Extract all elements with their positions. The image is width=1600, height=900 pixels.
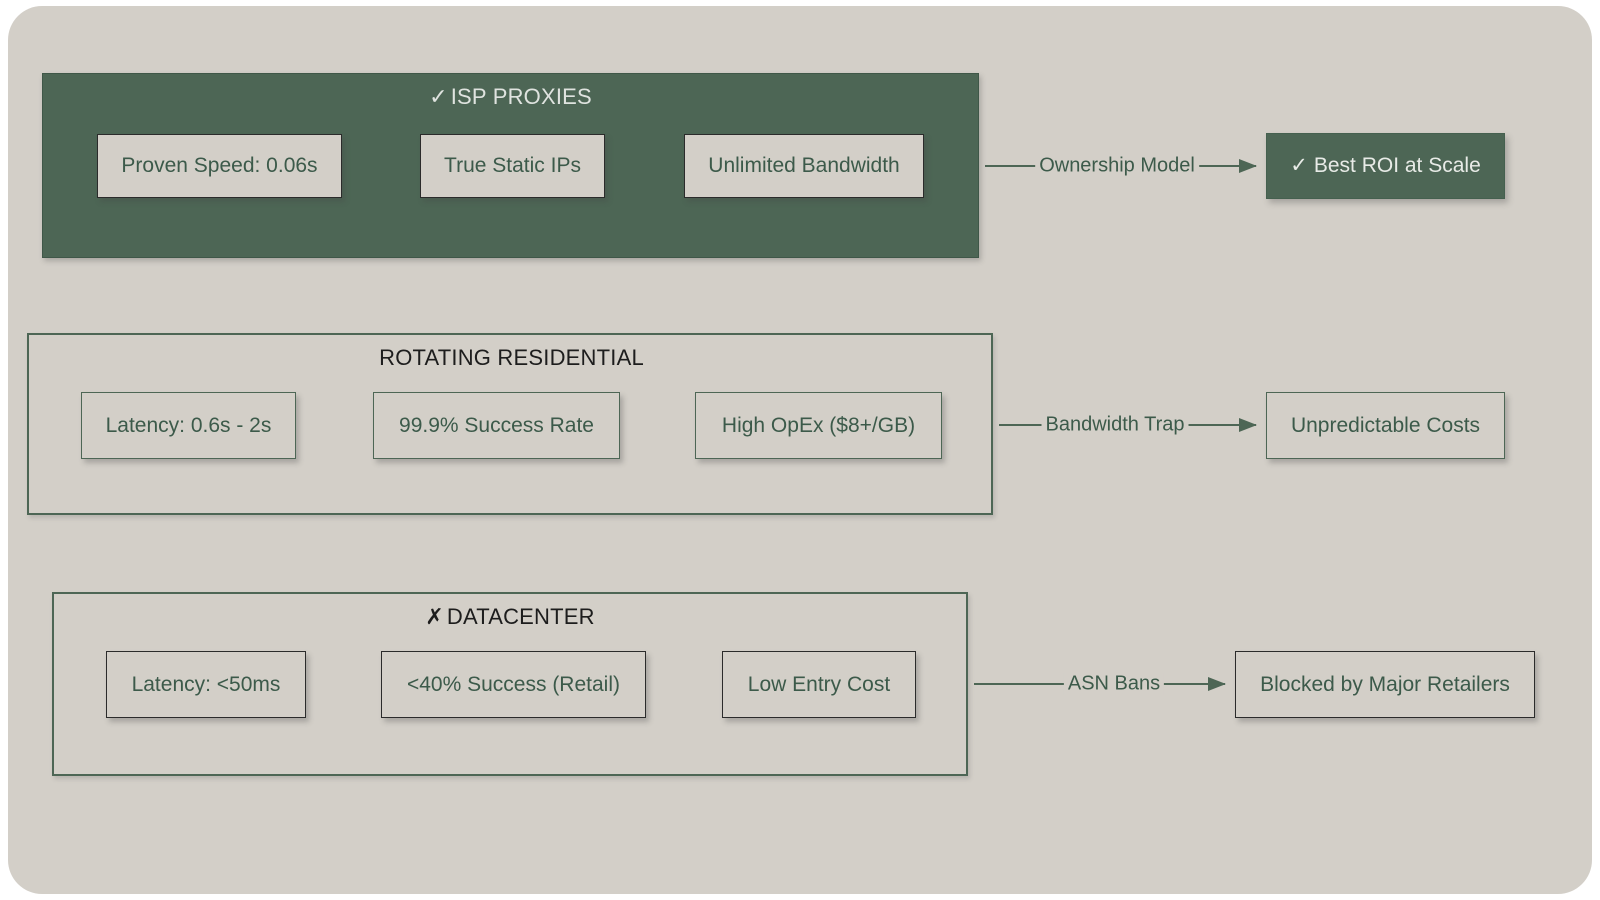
node-label: Latency: 0.6s - 2s: [105, 413, 272, 437]
node-success-retail[interactable]: <40% Success (Retail): [381, 651, 646, 718]
group-title-isp-proxies: ✓ISP PROXIES: [43, 84, 978, 110]
edge-label-ownership-model: Ownership Model: [1035, 154, 1199, 178]
node-best-roi-at-scale[interactable]: ✓ Best ROI at Scale: [1266, 133, 1505, 199]
node-proven-speed[interactable]: Proven Speed: 0.06s: [97, 134, 342, 198]
node-unpredictable-costs[interactable]: Unpredictable Costs: [1266, 392, 1505, 459]
node-latency-datacenter[interactable]: Latency: <50ms: [106, 651, 306, 718]
group-title-text: ISP PROXIES: [450, 84, 592, 109]
cross-icon: ✗: [425, 604, 444, 629]
node-label: Latency: <50ms: [131, 672, 281, 696]
node-label: 99.9% Success Rate: [399, 413, 594, 437]
group-title-datacenter: ✗DATACENTER: [54, 604, 966, 630]
node-label: High OpEx ($8+/GB): [721, 413, 916, 437]
node-latency-residential[interactable]: Latency: 0.6s - 2s: [81, 392, 296, 459]
node-label: True Static IPs: [444, 154, 581, 178]
node-label: Proven Speed: 0.06s: [121, 154, 318, 178]
node-label: <40% Success (Retail): [406, 672, 620, 696]
node-label: Low Entry Cost: [747, 672, 891, 696]
node-label: Best ROI at Scale: [1313, 154, 1481, 178]
node-label: Unpredictable Costs: [1290, 413, 1481, 437]
node-label: Unlimited Bandwidth: [708, 154, 900, 178]
node-label: Blocked by Major Retailers: [1260, 672, 1510, 696]
group-title-text: DATACENTER: [446, 604, 595, 629]
node-success-rate[interactable]: 99.9% Success Rate: [373, 392, 620, 459]
group-datacenter[interactable]: ✗DATACENTER: [52, 592, 968, 776]
group-title-text: ROTATING RESIDENTIAL: [379, 345, 644, 370]
node-low-entry-cost[interactable]: Low Entry Cost: [722, 651, 916, 718]
edge-label-bandwidth-trap: Bandwidth Trap: [1041, 413, 1189, 437]
edge-label-asn-bans: ASN Bans: [1063, 672, 1165, 696]
node-high-opex[interactable]: High OpEx ($8+/GB): [695, 392, 942, 459]
group-title-rotating-residential: ROTATING RESIDENTIAL: [29, 345, 991, 371]
check-icon: ✓: [429, 84, 448, 109]
node-blocked-by-major-retailers[interactable]: Blocked by Major Retailers: [1235, 651, 1535, 718]
node-true-static-ips[interactable]: True Static IPs: [420, 134, 605, 198]
node-unlimited-bandwidth[interactable]: Unlimited Bandwidth: [684, 134, 924, 198]
group-rotating-residential[interactable]: ROTATING RESIDENTIAL: [27, 333, 993, 515]
check-icon: ✓: [1290, 154, 1308, 178]
